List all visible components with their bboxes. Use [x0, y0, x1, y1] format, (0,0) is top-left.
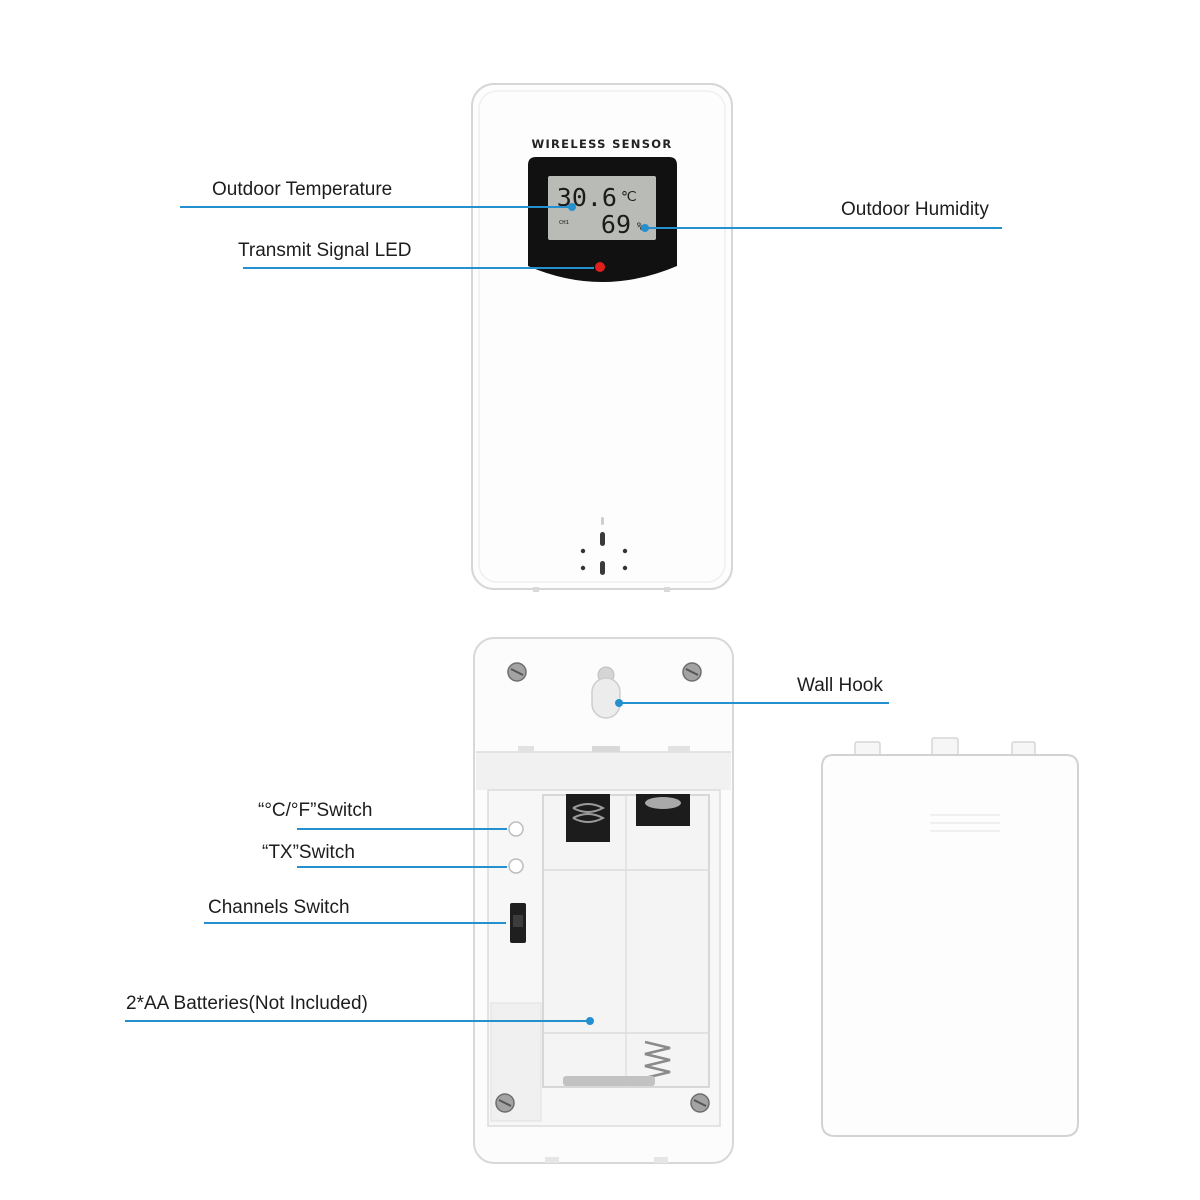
screw-bottom-right	[691, 1094, 709, 1112]
callout-unit-switch: “°C/°F”Switch	[258, 800, 507, 829]
callout-channels-switch: Channels Switch	[204, 897, 506, 923]
tx-switch-button	[509, 859, 523, 873]
screw-top-left	[508, 663, 526, 681]
front-foot-right	[664, 587, 670, 592]
battery-cover	[822, 738, 1078, 1136]
lcd-channel: CH1	[559, 220, 569, 226]
sensor-front: WIRELESS SENSOR 30.6 ℃ CH1 69 %	[472, 84, 732, 592]
battery-holder	[543, 794, 709, 1087]
sensor-title: WIRELESS SENSOR	[531, 137, 672, 151]
callout-label: Transmit Signal LED	[238, 240, 412, 261]
lcd-temperature-unit: ℃	[621, 189, 637, 205]
screw-bottom-left	[496, 1094, 514, 1112]
callout-label: “TX”Switch	[262, 842, 355, 863]
callout-label: “°C/°F”Switch	[258, 800, 372, 821]
back-ledge	[476, 752, 731, 790]
unit-switch-button	[509, 822, 523, 836]
callout-label: Channels Switch	[208, 897, 350, 918]
callout-tx-switch: “TX”Switch	[262, 842, 507, 867]
sensor-back	[474, 638, 733, 1163]
battery-cover-body	[822, 755, 1078, 1136]
lcd-humidity: 69	[601, 210, 631, 239]
front-foot-left	[533, 587, 539, 592]
callout-label: 2*AA Batteries(Not Included)	[126, 993, 368, 1014]
callout-label: Outdoor Temperature	[212, 179, 392, 200]
callout-label: Wall Hook	[797, 675, 883, 696]
screw-top-right	[683, 663, 701, 681]
callout-label: Outdoor Humidity	[841, 199, 989, 220]
transmit-led	[595, 262, 605, 272]
